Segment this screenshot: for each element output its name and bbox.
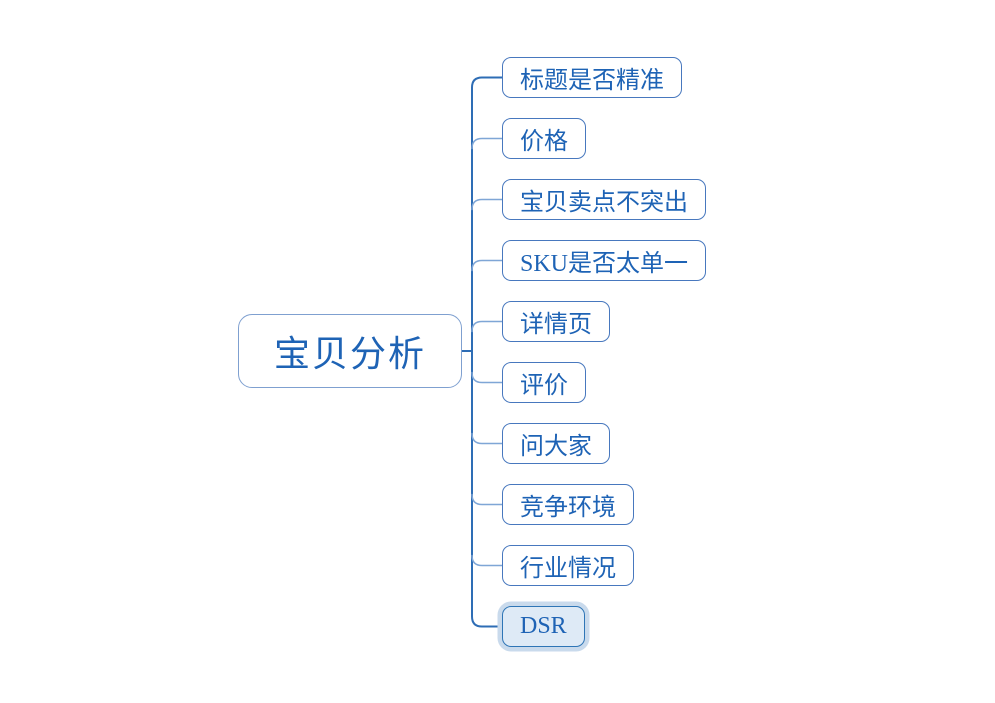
topic-node[interactable]: 评价 (502, 362, 586, 403)
topic-node[interactable]: 竞争环境 (502, 484, 634, 525)
topic-node[interactable]: 详情页 (502, 301, 610, 342)
topic-node[interactable]: 价格 (502, 118, 586, 159)
topic-node[interactable]: 标题是否精准 (502, 57, 682, 98)
topic-node[interactable]: 行业情况 (502, 545, 634, 586)
topic-node-selected[interactable]: DSR (502, 606, 585, 647)
root-topic-node[interactable]: 宝贝分析 (238, 314, 462, 388)
topic-node[interactable]: 宝贝卖点不突出 (502, 179, 706, 220)
topic-node[interactable]: 问大家 (502, 423, 610, 464)
topic-node[interactable]: SKU是否太单一 (502, 240, 707, 281)
